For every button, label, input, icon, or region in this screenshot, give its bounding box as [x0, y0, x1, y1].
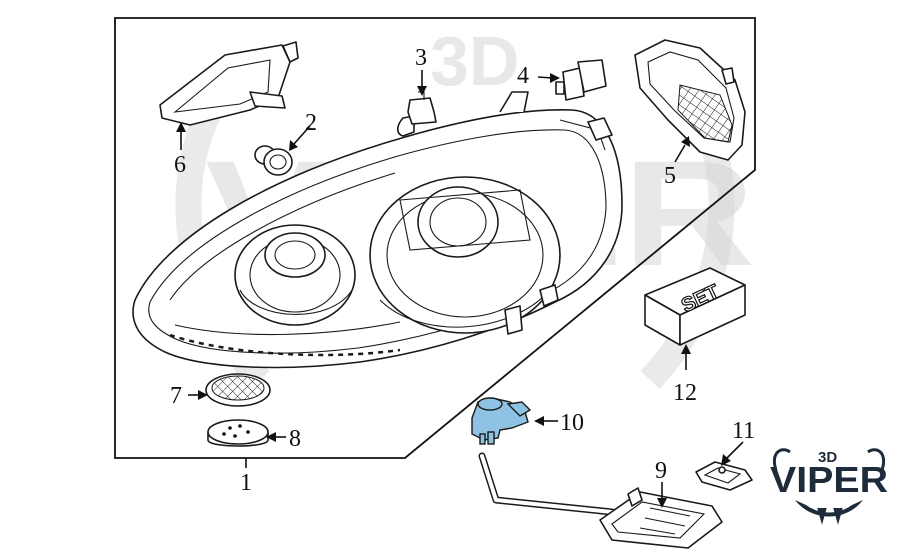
part-11-clip: [695, 461, 753, 491]
part-4-bulb: [555, 59, 607, 101]
part-9-bracket: [478, 452, 723, 549]
part-6-cover: [159, 41, 299, 126]
callout-12: 12: [673, 380, 697, 406]
callout-8: 8: [289, 426, 301, 452]
assembly-frame: [114, 17, 756, 459]
part-3-bulb: [396, 91, 437, 137]
part-8-cap: [207, 419, 269, 447]
part-7-mesh-disc: [205, 373, 271, 407]
callout-3: 3: [415, 45, 427, 71]
callout-10: 10: [560, 410, 584, 436]
callout-labels: 1 2 3 4 5 6 7 8 9 10 11 12: [170, 45, 755, 496]
logo-teeth-icon: [817, 507, 843, 525]
logo-word: VIPER: [770, 459, 888, 500]
callout-9: 9: [655, 458, 667, 484]
part-5-mesh-cover: [634, 39, 746, 161]
part-10-actuator: [471, 397, 532, 445]
watermark-badge: 3D: [430, 22, 519, 100]
callout-2: 2: [305, 110, 317, 136]
logo-right-fang-icon: [867, 448, 885, 471]
callout-7: 7: [170, 383, 182, 409]
callout-4: 4: [517, 63, 529, 89]
callout-1: 1: [240, 470, 252, 496]
part-12-set-box: SET: [644, 267, 746, 346]
logo-badge: 3D: [818, 449, 837, 466]
leader-11: [726, 441, 744, 459]
leader-2: [293, 125, 311, 145]
leader-4: [537, 76, 553, 79]
logo-left-fang-icon: [773, 448, 791, 471]
logo-jaw-icon: [795, 500, 863, 517]
part-2-grommet: [254, 145, 293, 176]
callout-6: 6: [174, 152, 186, 178]
callout-5: 5: [664, 163, 676, 189]
leader-5: [674, 144, 686, 163]
callout-11: 11: [732, 418, 755, 444]
headlamp-housing: [132, 91, 623, 369]
brand-logo: 3D VIPER: [770, 448, 888, 525]
